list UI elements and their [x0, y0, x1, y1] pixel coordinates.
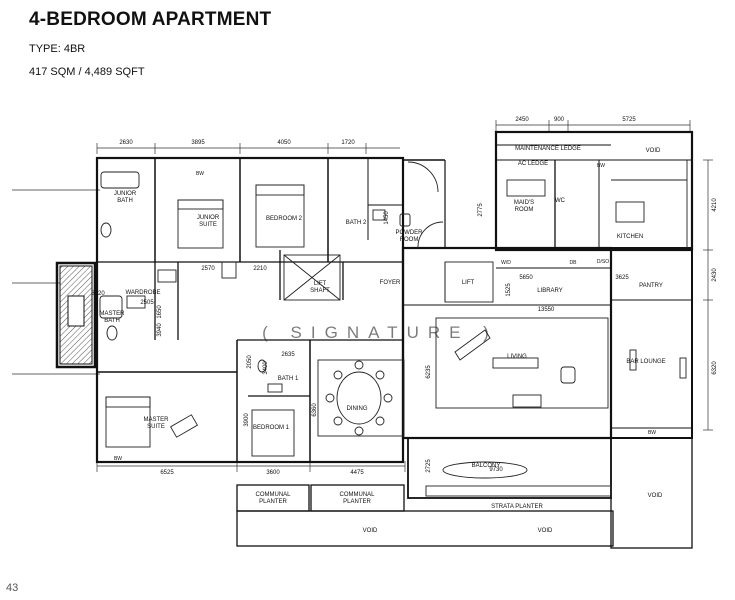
room-bedroom-2: BEDROOM 2 — [266, 216, 303, 222]
label-bw: BW — [196, 171, 204, 177]
label-db: DB — [570, 260, 578, 266]
dim-top-1: 2630 — [119, 140, 133, 146]
room-void-bottom-2: VOID — [538, 528, 553, 534]
dim-top-3: 4050 — [277, 140, 291, 146]
dim-inner-21: 1525 — [506, 283, 512, 297]
furniture — [99, 160, 688, 497]
dimension-lines — [12, 120, 713, 472]
dim-inner-1: 3620 — [91, 291, 105, 297]
dim-bottom-3: 4475 — [350, 470, 364, 476]
room-dining: DINING — [347, 406, 368, 412]
dim-inner-20: 1450 — [384, 211, 390, 225]
dim-top-2: 3895 — [191, 140, 205, 146]
walls — [55, 130, 694, 549]
dim-top-6: 900 — [554, 117, 565, 123]
dim-top-4: 1720 — [341, 140, 355, 146]
dim-inner-23: 4210 — [712, 198, 718, 212]
page-title: 4-BEDROOM APARTMENT — [29, 9, 272, 30]
room-wardrobe: WARDROBE — [125, 290, 160, 296]
watermark-text: ( SIGNATURE ) — [262, 323, 498, 342]
dim-inner-10: 2635 — [281, 352, 295, 358]
room-bedroom-1: BEDROOM 1 — [253, 425, 290, 431]
unit-area: 417 SQM / 4,489 SQFT — [29, 66, 145, 78]
label-ac-ledge: AC LEDGE — [518, 161, 548, 167]
label-wd: W/D — [501, 260, 511, 266]
dim-top-5: 2450 — [515, 117, 529, 123]
room-kitchen: KITCHEN — [617, 234, 643, 240]
dim-inner-5: 1650 — [157, 305, 163, 319]
dim-inner-2: 2570 — [201, 266, 215, 272]
dim-inner-15: 6235 — [426, 365, 432, 379]
dim-inner-7: 3625 — [615, 275, 629, 281]
room-void-right: VOID — [648, 493, 663, 499]
dim-inner-19: 2775 — [478, 203, 484, 217]
dim-inner-6: 3940 — [157, 323, 163, 337]
dim-inner-16: 2725 — [426, 459, 432, 473]
dim-inner-9: 13550 — [538, 307, 555, 313]
label-bw: BW — [648, 430, 656, 436]
dining-chairs — [325, 360, 393, 436]
label-bw: BW — [114, 456, 122, 462]
dim-bottom-2: 3600 — [266, 470, 280, 476]
room-bath-1: BATH 1 — [278, 376, 299, 382]
label-dso: D/SO — [597, 259, 609, 265]
dim-inner-11: 2050 — [247, 355, 253, 369]
dim-inner-17: 9730 — [489, 467, 503, 473]
room-lift: LIFT — [462, 280, 475, 286]
label-maintenance-ledge: MAINTENANCE LEDGE — [515, 146, 581, 152]
page-number: 43 — [6, 582, 19, 594]
dim-inner-12: 3400 — [263, 361, 269, 375]
dim-inner-4: 2505 — [140, 300, 154, 306]
unit-type: TYPE: 4BR — [29, 43, 86, 55]
room-balcony: BALCONY — [472, 463, 501, 469]
dim-inner-24: 2430 — [712, 268, 718, 282]
dim-inner-3: 2210 — [253, 266, 267, 272]
dim-inner-25: 6320 — [712, 361, 718, 375]
dim-bottom-1: 6525 — [160, 470, 174, 476]
room-foyer: FOYER — [380, 280, 401, 286]
room-void-top: VOID — [646, 148, 661, 154]
room-pantry: PANTRY — [639, 283, 663, 289]
room-living: LIVING — [507, 354, 527, 360]
room-wc: WC — [555, 198, 566, 204]
dim-inner-13: 3900 — [244, 413, 250, 427]
room-strata-planter: STRATA PLANTER — [491, 504, 543, 510]
dim-inner-14: 6360 — [312, 403, 318, 417]
room-void-bottom-1: VOID — [363, 528, 378, 534]
dim-top-7: 5725 — [622, 117, 636, 123]
dim-inner-8: 5650 — [519, 275, 533, 281]
room-library: LIBRARY — [537, 288, 563, 294]
room-bath-2: BATH 2 — [346, 220, 367, 226]
room-bar-lounge: BAR LOUNGE — [626, 359, 665, 365]
label-bw: BW — [597, 163, 605, 169]
